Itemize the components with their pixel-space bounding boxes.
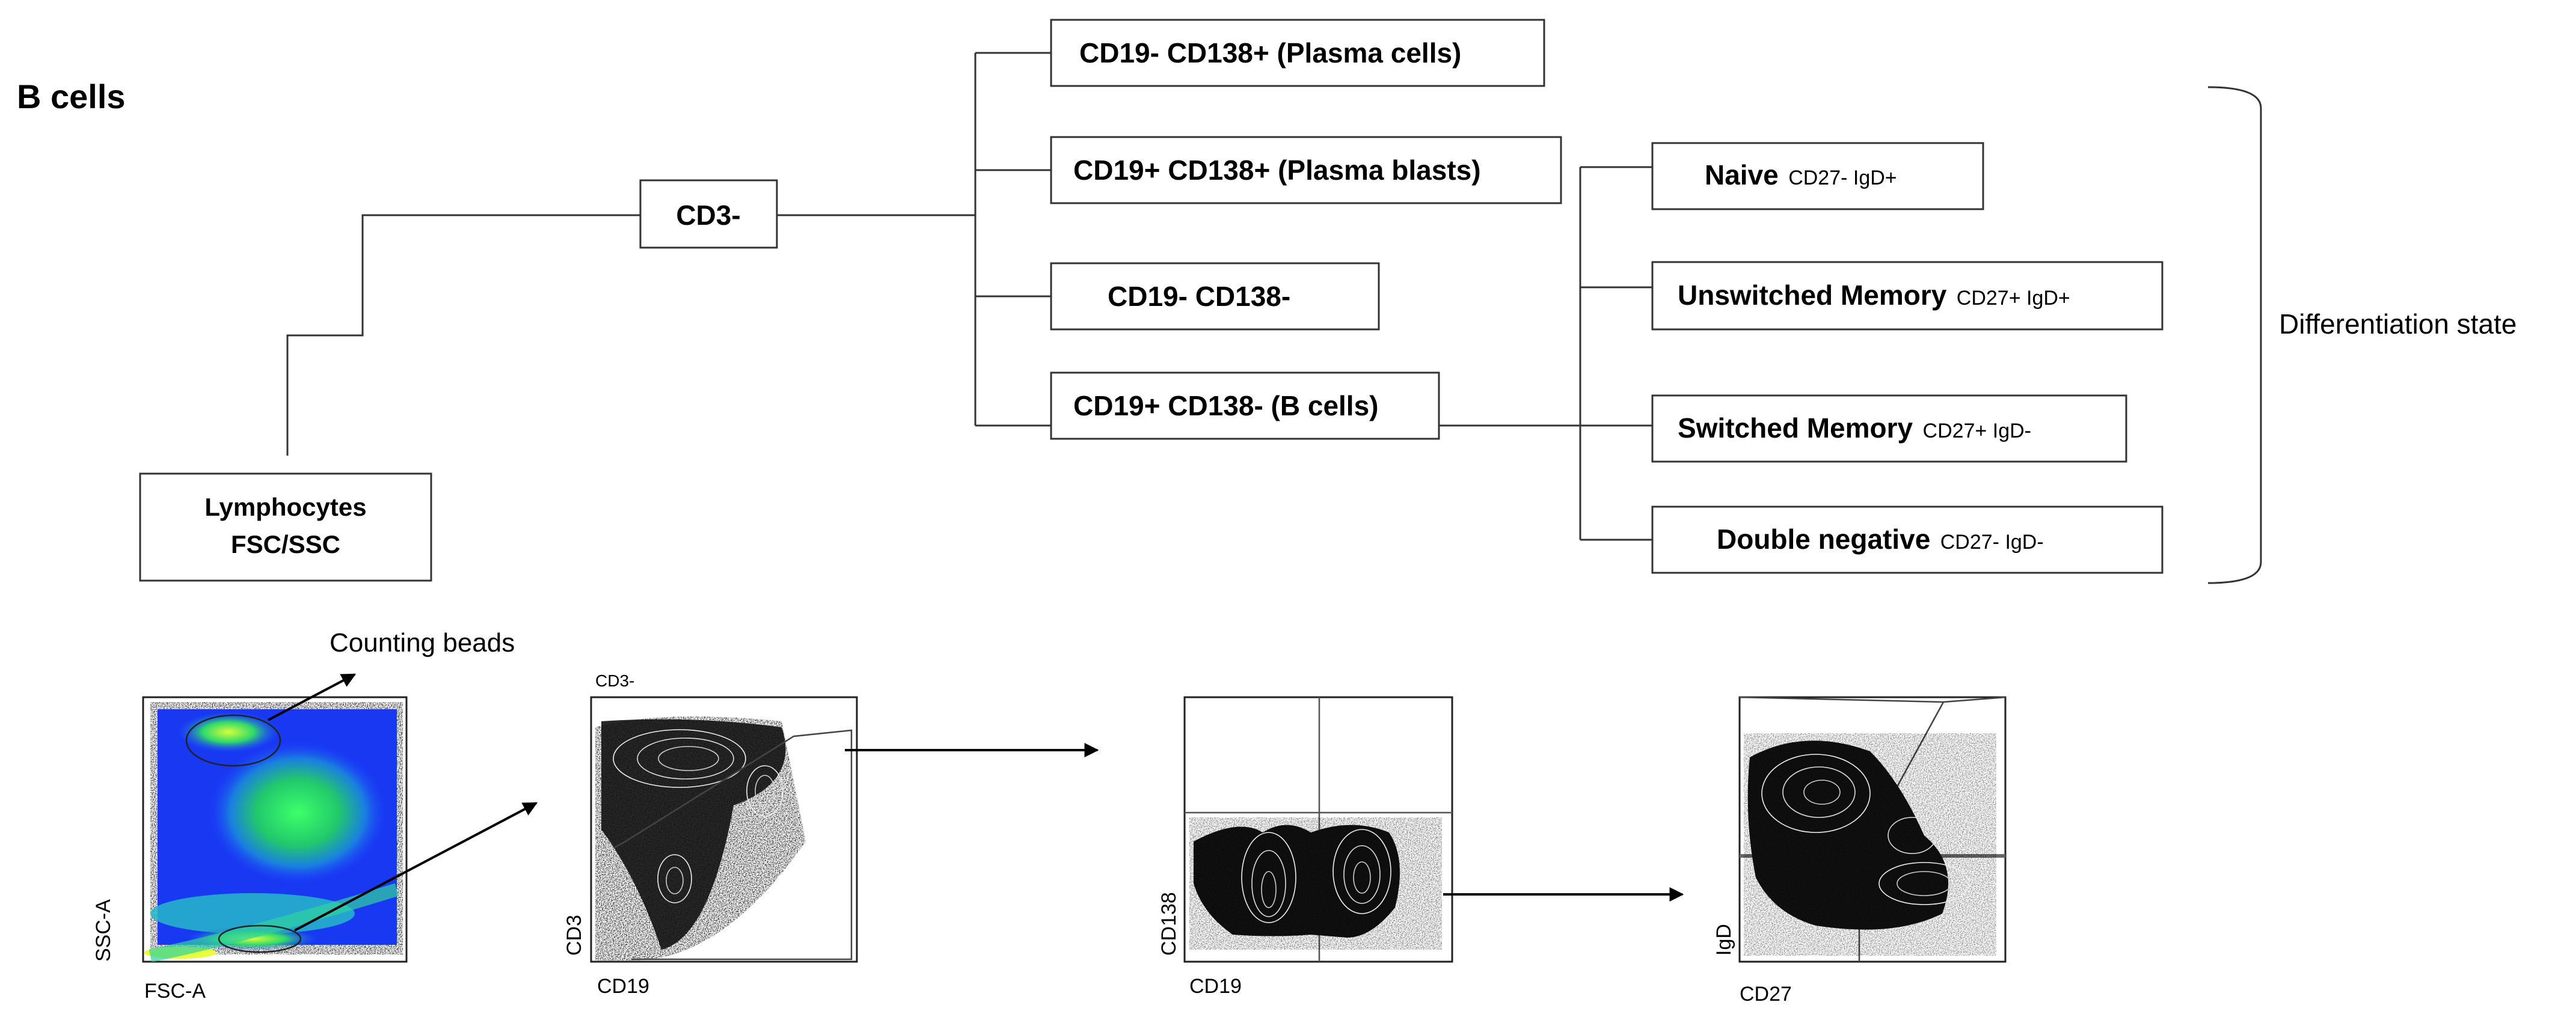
plot-cd27-igd: IgD CD27 — [1713, 696, 2007, 1006]
node-naive-label: Naive — [1705, 159, 1779, 191]
plot3-ylabel: CD138 — [1158, 892, 1180, 956]
node-unswitched-markers: CD27+ IgD+ — [1957, 287, 2070, 310]
lymphocyte-gate-arrow — [294, 802, 538, 932]
plot2-gate-label: CD3- — [595, 671, 634, 690]
counting-beads-annotation: Counting beads — [330, 628, 515, 658]
node-naive: Naive CD27- IgD+ — [1651, 142, 1984, 210]
plot-cd19-cd138: CD138 CD19 — [1158, 696, 1453, 998]
node-lymphocytes-line2: FSC/SSC — [231, 530, 340, 558]
node-cd19-cd138-negative-label: CD19- CD138- — [1108, 281, 1290, 312]
plot1-xlabel: FSC-A — [144, 980, 206, 1003]
plot3-dots — [1189, 817, 1442, 950]
node-double-negative-markers: CD27- IgD- — [1940, 531, 2044, 554]
node-naive-markers: CD27- IgD+ — [1788, 166, 1897, 189]
node-cd3-label: CD3- — [676, 200, 740, 231]
node-lymphocytes-line1: Lymphocytes — [204, 493, 366, 521]
node-cd19-cd138-negative: CD19- CD138- — [1050, 262, 1380, 331]
plot2-contours — [613, 729, 784, 903]
node-b-cells-label: CD19+ CD138- (B cells) — [1073, 390, 1378, 421]
svg-text:Naive CD27- IgD+: Naive CD27- IgD+ — [1705, 159, 1897, 191]
node-switched-label: Switched Memory — [1678, 412, 1913, 444]
plot4-xlabel: CD27 — [1740, 983, 1792, 1006]
node-switched-markers: CD27+ IgD- — [1923, 420, 2031, 442]
plot2-ylabel: CD3 — [563, 915, 586, 956]
node-cd3: CD3- — [639, 179, 778, 249]
plot-fsc-ssc: SSC-A FSC-A — [92, 696, 408, 1003]
node-double-negative-label: Double negative — [1717, 524, 1930, 555]
plot4-ylabel: IgD — [1713, 924, 1735, 956]
node-plasma-blasts-label: CD19+ CD138+ (Plasma blasts) — [1073, 154, 1481, 186]
node-unswitched-label: Unswitched Memory — [1678, 279, 1947, 311]
node-plasma-cells-label: CD19- CD138+ (Plasma cells) — [1079, 37, 1461, 69]
node-unswitched-memory: Unswitched Memory CD27+ IgD+ — [1651, 261, 2164, 331]
plot2-dots — [595, 716, 806, 961]
svg-text:Switched Memory CD27+ Ig: Switched Memory CD27+ IgD- — [1678, 412, 2031, 444]
node-b-cells: CD19+ CD138- (B cells) — [1050, 371, 1440, 440]
plot3-xlabel: CD19 — [1189, 975, 1242, 998]
svg-text:Unswitched Memory CD27+: Unswitched Memory CD27+ IgD+ — [1678, 279, 2070, 311]
node-double-negative: Double negative CD27- IgD- — [1651, 505, 2164, 574]
tree-connectors — [286, 52, 1652, 541]
node-plasma-cells: CD19- CD138+ (Plasma cells) — [1050, 19, 1545, 87]
counting-beads-arrow — [268, 673, 357, 721]
node-plasma-blasts: CD19+ CD138+ (Plasma blasts) — [1050, 136, 1562, 204]
node-switched-memory: Switched Memory CD27+ IgD- — [1651, 394, 2127, 463]
plot4-dots — [1744, 733, 1996, 956]
plot3-contours — [1241, 829, 1391, 923]
plot4-contours — [1761, 754, 1970, 905]
node-lymphocytes: Lymphocytes FSC/SSC — [139, 472, 432, 582]
plot-cd19-cd3: CD3- CD3 CD19 — [563, 671, 858, 998]
differentiation-state-label: Differentiation state — [2279, 308, 2517, 340]
plot2-xlabel: CD19 — [597, 975, 649, 998]
svg-text:Double negative CD27- Ig: Double negative CD27- IgD- — [1717, 524, 2044, 555]
differentiation-bracket — [2207, 86, 2262, 584]
plot1-ylabel: SSC-A — [92, 899, 115, 962]
page-title: B cells — [17, 78, 126, 115]
